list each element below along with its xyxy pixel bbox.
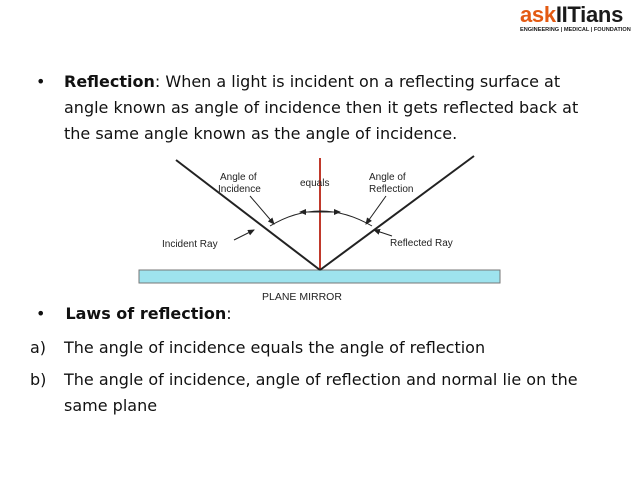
reflection-term: Reflection <box>64 72 155 91</box>
label-reflected-ray: Reflected Ray <box>390 238 453 249</box>
law-text: The angle of incidence equals the angle … <box>64 338 486 357</box>
label-angle-of-incidence-1: Angle of <box>220 172 257 183</box>
logo-iitians-text: IITians <box>555 2 623 27</box>
laws-colon: : <box>226 304 232 323</box>
laws-title: Laws of reflection <box>65 304 227 323</box>
label-angle-of-reflection-1: Angle of <box>369 172 406 183</box>
reflected-ray-pointer <box>373 229 393 237</box>
logo: askIITians ENGINEERING | MEDICAL | FOUND… <box>520 4 632 34</box>
law-text: The angle of incidence, angle of reflect… <box>64 370 578 415</box>
reflected-ray <box>319 155 475 271</box>
law-item-b: b) The angle of incidence, angle of refle… <box>30 367 610 419</box>
label-angle-of-reflection-2: Reflection <box>369 184 413 195</box>
angle-arc <box>269 210 373 227</box>
label-plane-mirror: PLANE MIRROR <box>262 291 342 303</box>
logo-wordmark: askIITians <box>520 4 632 26</box>
reflection-bullet: • Reflection: When a light is incident o… <box>36 69 596 147</box>
label-angle-of-incidence-2: Incidence <box>218 184 261 195</box>
label-incident-ray: Incident Ray <box>162 239 218 250</box>
reflection-paragraph: Reflection: When a light is incident on … <box>64 69 596 147</box>
logo-tagline: ENGINEERING | MEDICAL | FOUNDATION <box>520 27 631 33</box>
reflection-pointer-arrow <box>365 195 387 225</box>
logo-ask-text: ask <box>520 2 556 27</box>
bullet-dot: • <box>36 72 46 91</box>
bullet-dot: • <box>36 304 46 323</box>
law-marker: a) <box>30 338 47 357</box>
law-marker: b) <box>30 370 47 389</box>
label-equals: equals <box>300 178 329 189</box>
plane-mirror <box>138 269 501 284</box>
incident-ray-pointer <box>233 229 255 241</box>
laws-heading: • Laws of reflection: <box>36 301 232 327</box>
incidence-pointer-arrow <box>249 195 275 225</box>
incident-ray <box>175 159 321 271</box>
reflection-definition: : When a light is incident on a reflecti… <box>64 72 579 143</box>
law-item-a: a) The angle of incidence equals the angl… <box>30 335 610 361</box>
